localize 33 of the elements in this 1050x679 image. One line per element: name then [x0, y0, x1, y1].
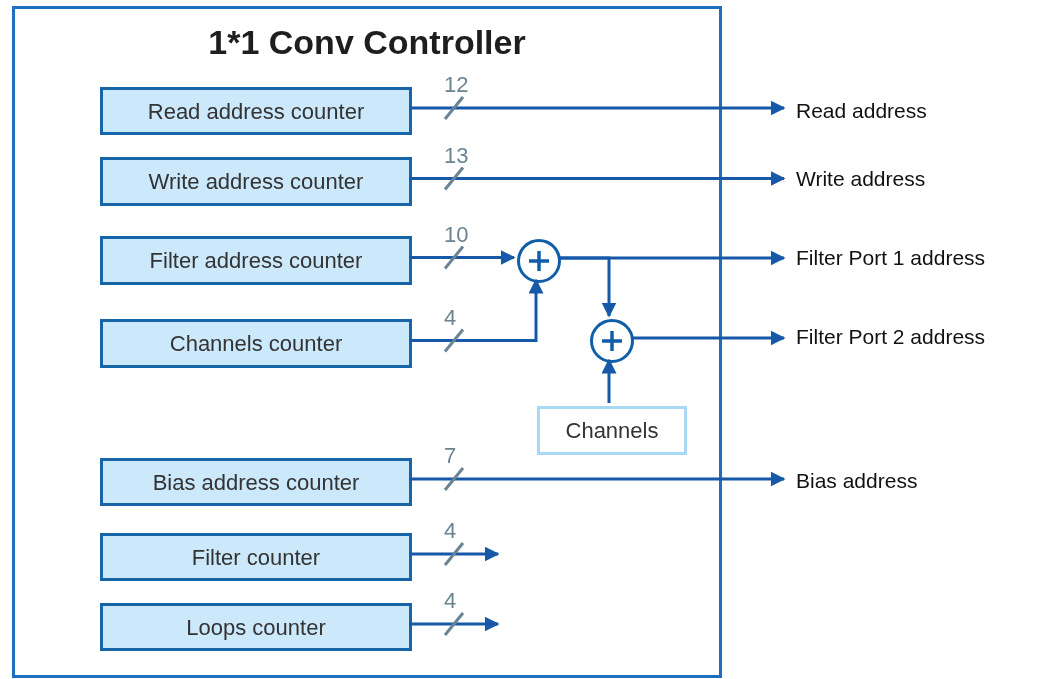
- counter-box: [100, 458, 412, 506]
- counter-box: [100, 87, 412, 135]
- counter-box: [100, 157, 412, 206]
- node-text: Filter address counter: [149, 247, 363, 275]
- node-text: Write address counter: [148, 168, 364, 196]
- node-text: Read address counter: [147, 97, 365, 126]
- counter-box: [100, 319, 412, 368]
- arrow: [409, 171, 786, 186]
- arrow: [409, 250, 516, 265]
- arrow: [409, 546, 500, 562]
- arrow: [409, 616, 500, 632]
- node-heading: 1*1 Conv Controller: [207, 22, 527, 63]
- node-text: Bias address counter: [152, 468, 360, 497]
- node-text: Channels counter: [169, 330, 343, 358]
- arrow: [409, 100, 786, 116]
- node-text: Bias address: [796, 468, 918, 495]
- controller-frame: [12, 6, 722, 678]
- counter-box: [100, 236, 412, 285]
- node-text: Read address: [796, 98, 927, 125]
- arrow: [601, 358, 617, 403]
- node-text: Filter Port 2 address: [796, 324, 986, 351]
- arrow: [409, 471, 786, 487]
- node-text: Loops counter: [186, 613, 326, 642]
- node-text: Filter counter: [191, 543, 321, 572]
- counter-box: [100, 533, 412, 581]
- arrow: [409, 278, 544, 342]
- counter-box: [100, 603, 412, 651]
- node-text: Channels: [565, 417, 659, 445]
- arrow: [631, 330, 786, 346]
- input-box: [537, 406, 687, 455]
- node-text: Filter Port 1 address: [796, 245, 986, 272]
- arrow: [558, 256, 617, 318]
- node-text: Write address: [796, 166, 926, 193]
